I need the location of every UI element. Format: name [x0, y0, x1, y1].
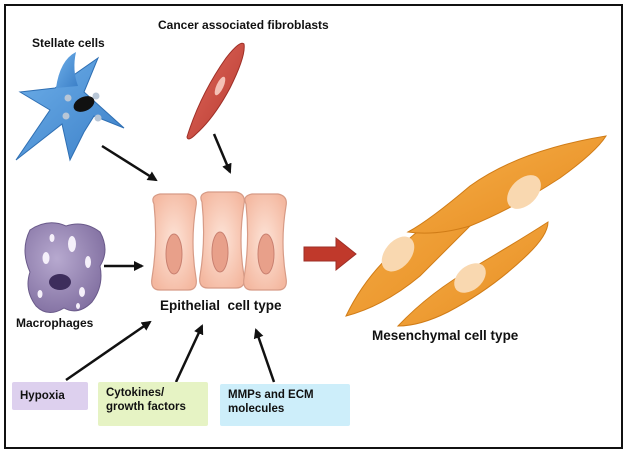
hypoxia-label: Hypoxia [20, 390, 65, 402]
mesenchymal-cell-type-label: Mesenchymal cell type [372, 328, 519, 343]
arrow-cytokines-to-epithelial [174, 324, 204, 383]
macrophage-cell-icon [24, 222, 106, 313]
cytokines-label-line2: growth factors [106, 401, 186, 413]
fibroblasts-label: Cancer associated fibroblasts [158, 18, 329, 32]
cytokines-box: Cytokines/ growth factors [98, 382, 208, 426]
epithelial-cell-type-label: Epithelial cell type [160, 298, 282, 313]
fibroblast-cell-icon [186, 42, 245, 140]
macrophages-label: Macrophages [16, 316, 94, 330]
hypoxia-box: Hypoxia [12, 382, 88, 410]
arrow-hypoxia-to-epithelial [65, 320, 152, 382]
transition-arrow [303, 236, 357, 272]
cytokines-label-line1: Cytokines/ [106, 387, 165, 399]
arrow-mmps-to-epithelial [253, 328, 276, 383]
mmps-label-line1: MMPs and ECM [228, 389, 314, 401]
epithelial-cells-icon [151, 191, 287, 291]
mmps-box: MMPs and ECM molecules [220, 384, 350, 426]
arrow-fibroblast-to-epithelial [212, 133, 232, 174]
mmps-label-line2: molecules [228, 403, 285, 415]
stellate-cell-icon [15, 52, 125, 162]
arrow-stellate-to-epithelial [101, 144, 158, 182]
mesenchymal-cells-icon [345, 135, 608, 327]
stellate-cells-label: Stellate cells [32, 36, 105, 50]
figure-frame [4, 4, 623, 449]
